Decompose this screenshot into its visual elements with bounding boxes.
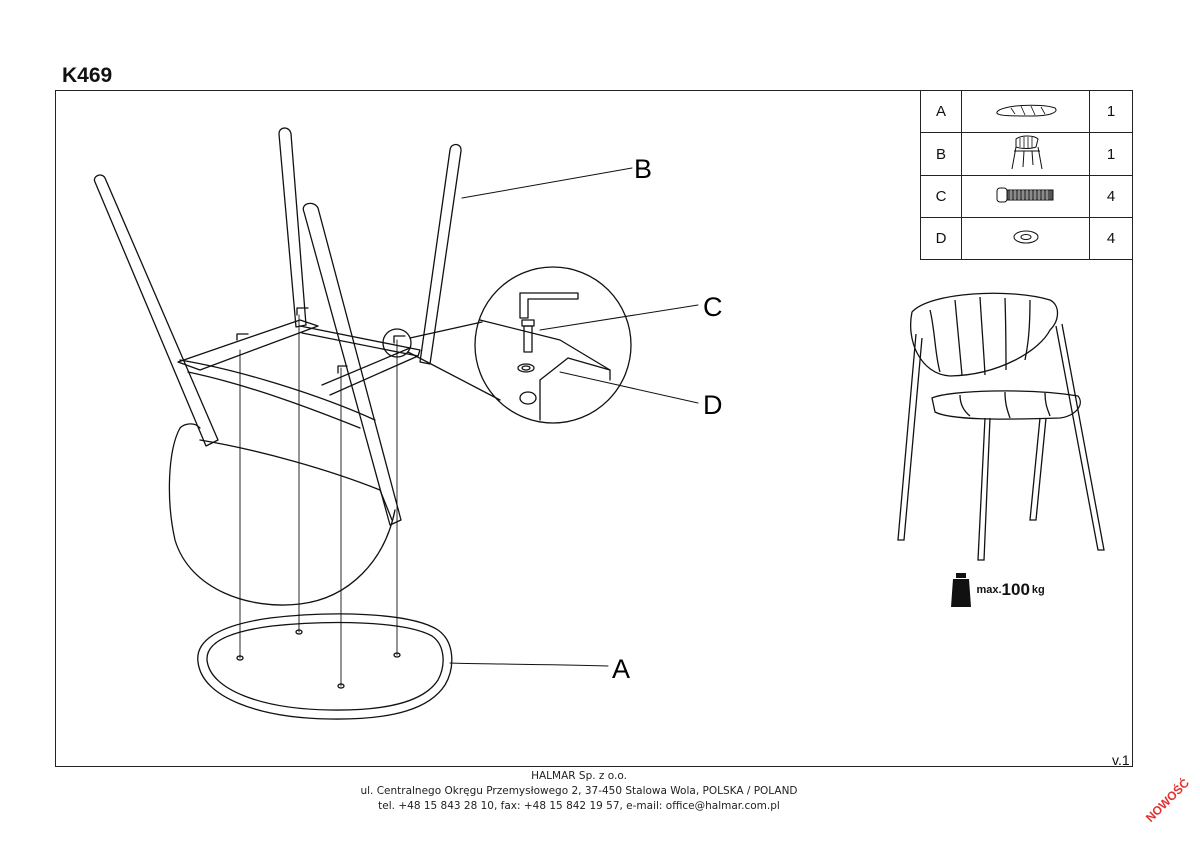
- part-qty: 1: [1089, 132, 1133, 176]
- cushion-holes: [236, 629, 401, 689]
- chair-frame-icon: [961, 132, 1090, 176]
- footer-company: HALMAR Sp. z o.o.: [531, 770, 627, 782]
- callout-a: A: [612, 654, 630, 684]
- product-code: K469: [62, 64, 113, 87]
- table-row: D 4: [920, 217, 1133, 260]
- part-label: D: [920, 217, 962, 260]
- part-qty: 4: [1089, 175, 1133, 218]
- max-load-value: 100: [1001, 580, 1030, 599]
- callout-c: C: [703, 292, 723, 322]
- part-qty: 4: [1089, 217, 1133, 260]
- weight-icon: [951, 573, 971, 607]
- part-label: A: [920, 90, 962, 133]
- part-qty: 1: [1089, 90, 1133, 133]
- seat-cushion-a: [197, 613, 453, 720]
- part-label: C: [920, 175, 962, 218]
- table-row: C 4: [920, 175, 1133, 218]
- max-load-prefix: max.: [976, 584, 1002, 596]
- footer-contact: tel. +48 15 843 28 10, fax: +48 15 842 1…: [378, 800, 780, 812]
- washer-icon: [961, 217, 1090, 260]
- part-label: B: [920, 132, 962, 176]
- bolt-markers: [236, 307, 406, 374]
- backrest-shell: [168, 423, 396, 606]
- footer-address: ul. Centralnego Okręgu Przemysłowego 2, …: [360, 785, 798, 797]
- callout-d: D: [703, 390, 723, 420]
- version-label: v.1: [1112, 752, 1130, 768]
- assembled-chair: [897, 292, 1105, 561]
- parts-table: A 1 B 1 C 4 D 4: [920, 90, 1133, 260]
- bolt-icon: [961, 175, 1090, 218]
- callout-b: B: [634, 154, 652, 184]
- leader-lines: [449, 167, 699, 667]
- assembly-lines: [239, 314, 398, 687]
- drawing-frame: [55, 90, 1133, 767]
- table-row: A 1: [920, 90, 1133, 133]
- chair-legs: [93, 127, 462, 526]
- table-row: B 1: [920, 132, 1133, 176]
- frame-rails: [177, 319, 421, 429]
- max-load-unit: kg: [1031, 584, 1045, 596]
- seat-cushion-icon: [961, 90, 1090, 133]
- detail-view: [382, 266, 632, 424]
